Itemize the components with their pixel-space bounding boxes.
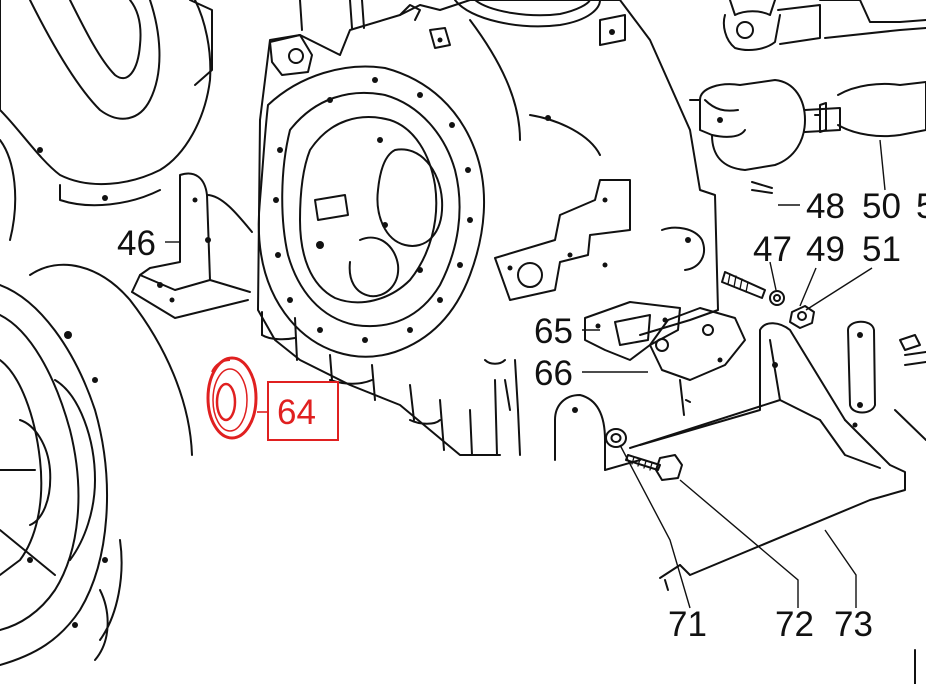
part-65-gasket — [584, 301, 681, 361]
link-plate — [847, 320, 926, 684]
part-66-plate — [649, 307, 746, 381]
part-64-seal-ring[interactable] — [206, 356, 258, 440]
callout-71[interactable]: 71 — [668, 605, 707, 644]
part-71-washer — [605, 428, 627, 448]
part-73-bracket — [554, 322, 906, 591]
part-72-bolt — [625, 454, 683, 481]
callout-50[interactable]: 50 — [862, 187, 901, 226]
lower-left-housing — [0, 263, 193, 666]
upper-right-shafts — [689, 0, 926, 194]
part-46-bracket — [131, 172, 253, 319]
leader-lines — [165, 139, 886, 609]
callout-72[interactable]: 72 — [775, 605, 814, 644]
main-housing — [257, 0, 719, 456]
callout-49[interactable]: 49 — [806, 230, 845, 269]
callout-73[interactable]: 73 — [834, 605, 873, 644]
callout-51[interactable]: 51 — [862, 230, 901, 269]
callout-5-partial[interactable]: 5 — [916, 187, 926, 226]
upper-left-housing — [0, 0, 213, 241]
fastener-set-47-49-51 — [721, 271, 815, 329]
callout-47[interactable]: 47 — [753, 230, 792, 269]
callout-64-box[interactable] — [267, 381, 339, 441]
callout-65[interactable]: 65 — [534, 312, 573, 351]
callout-48[interactable]: 48 — [806, 187, 845, 226]
callout-46[interactable]: 46 — [117, 224, 156, 263]
callout-64[interactable]: 64 — [277, 393, 316, 432]
callout-66[interactable]: 66 — [534, 354, 573, 393]
